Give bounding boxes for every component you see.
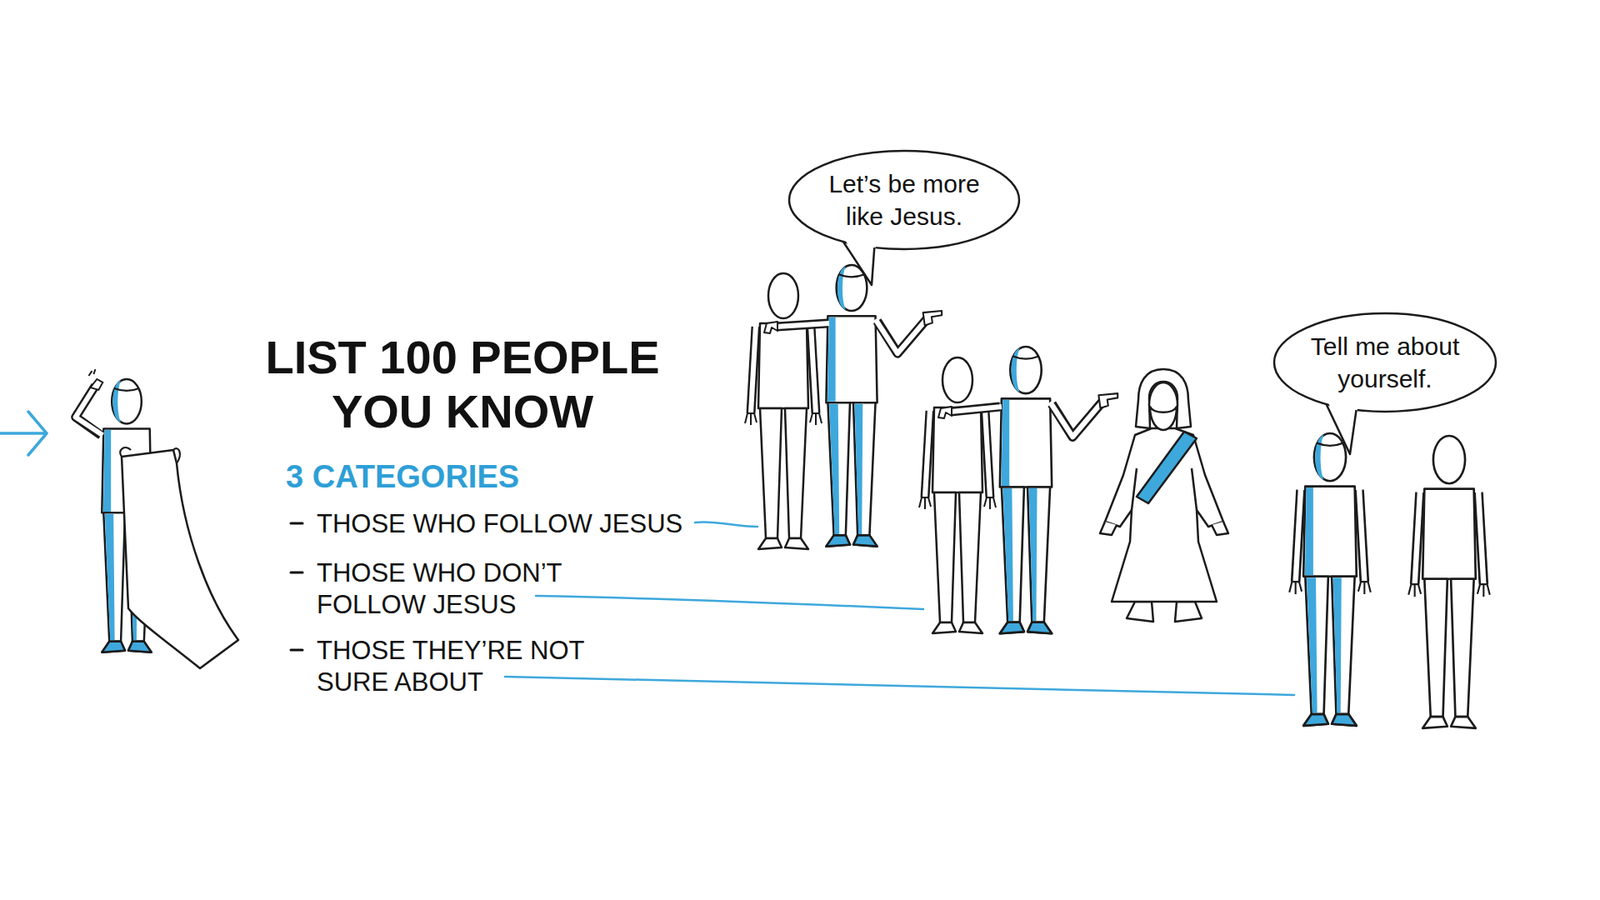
person-arm <box>1408 490 1421 597</box>
bubble-outline <box>787 149 1021 251</box>
label-slot: THOSE THEY’RE NOT SURE ABOUT <box>316 635 600 699</box>
bubble-body: Let’s be more like Jesus. <box>816 167 992 233</box>
bubble-text: Tell me about yourself. <box>1301 330 1469 395</box>
category-heading: 3 CATEGORIES <box>285 456 636 497</box>
list-scroll <box>121 450 239 669</box>
leader-line <box>535 595 924 610</box>
person-body <box>1422 435 1476 729</box>
speech-bubble: Let’s be more like Jesus. <box>787 149 1021 251</box>
person-shading <box>1303 435 1357 726</box>
person <box>919 357 996 634</box>
jesus-robe <box>1105 428 1224 602</box>
person-body <box>932 357 983 634</box>
list-dash <box>290 523 303 650</box>
jesus-beard <box>1150 406 1177 430</box>
person-arm <box>1358 488 1371 595</box>
shoulder-arm-fill <box>776 323 830 327</box>
jesus-hand <box>1100 521 1117 535</box>
jesus-foot <box>1126 601 1154 622</box>
scroll-roll <box>120 447 180 464</box>
leader-line <box>505 676 1295 695</box>
leader-line <box>695 521 758 527</box>
pointing-arm <box>875 310 943 354</box>
person-arm <box>1477 490 1490 597</box>
shoulder-hand <box>764 321 778 334</box>
jesus-hand <box>1211 521 1229 535</box>
bubble-outline <box>1272 311 1498 414</box>
pointing-arm <box>1050 393 1118 437</box>
raised-arm-fill <box>75 385 104 435</box>
pointing-person <box>825 265 942 547</box>
person-hand <box>90 379 103 390</box>
person-body <box>1000 346 1052 634</box>
person-arm <box>1289 488 1302 595</box>
jesus-figure <box>1100 369 1229 622</box>
pointing-person <box>1000 346 1118 634</box>
speech-bubble: Tell me about yourself. <box>1272 311 1498 414</box>
entry-arrow <box>0 411 47 455</box>
bubble-ellipse <box>1274 313 1496 412</box>
person <box>1408 435 1490 729</box>
person-body <box>825 265 877 547</box>
scratch-marks <box>88 369 95 376</box>
person <box>1289 433 1371 726</box>
bubble-ellipse <box>789 150 1020 250</box>
bubble-text: Let’s be more like Jesus. <box>816 167 992 233</box>
person-body <box>758 273 809 550</box>
jesus-sash <box>1136 431 1197 504</box>
person-arm <box>919 409 931 510</box>
label-slot: THOSE WHO FOLLOW JESUS <box>316 508 750 540</box>
category-item: THOSE THEY’RE NOT SURE ABOUT <box>316 635 600 699</box>
person-arm <box>810 325 822 425</box>
title-text: LIST 100 PEOPLE YOU KNOW <box>245 330 680 439</box>
category-item: THOSE WHO FOLLOW JESUS <box>316 508 750 540</box>
jesus-foot <box>1175 601 1202 622</box>
bubble-body: Tell me about yourself. <box>1301 330 1469 395</box>
bubble-tail <box>1326 404 1357 455</box>
person-shading <box>825 266 877 547</box>
label-slot: THOSE WHO DON’T FOLLOW JESUS <box>316 557 600 621</box>
label-slot: 3 CATEGORIES <box>285 456 636 497</box>
shoulder-arm-fill <box>950 406 1002 412</box>
bubble-tail <box>843 241 875 285</box>
person-body <box>1303 433 1357 726</box>
person-arm <box>745 325 757 425</box>
title-slot: LIST 100 PEOPLE YOU KNOW <box>245 330 680 439</box>
person-arm <box>984 409 996 510</box>
category-item: THOSE WHO DON’T FOLLOW JESUS <box>316 557 600 621</box>
shoulder-hand <box>938 406 952 419</box>
person <box>745 273 822 550</box>
person-shading <box>1000 348 1052 635</box>
